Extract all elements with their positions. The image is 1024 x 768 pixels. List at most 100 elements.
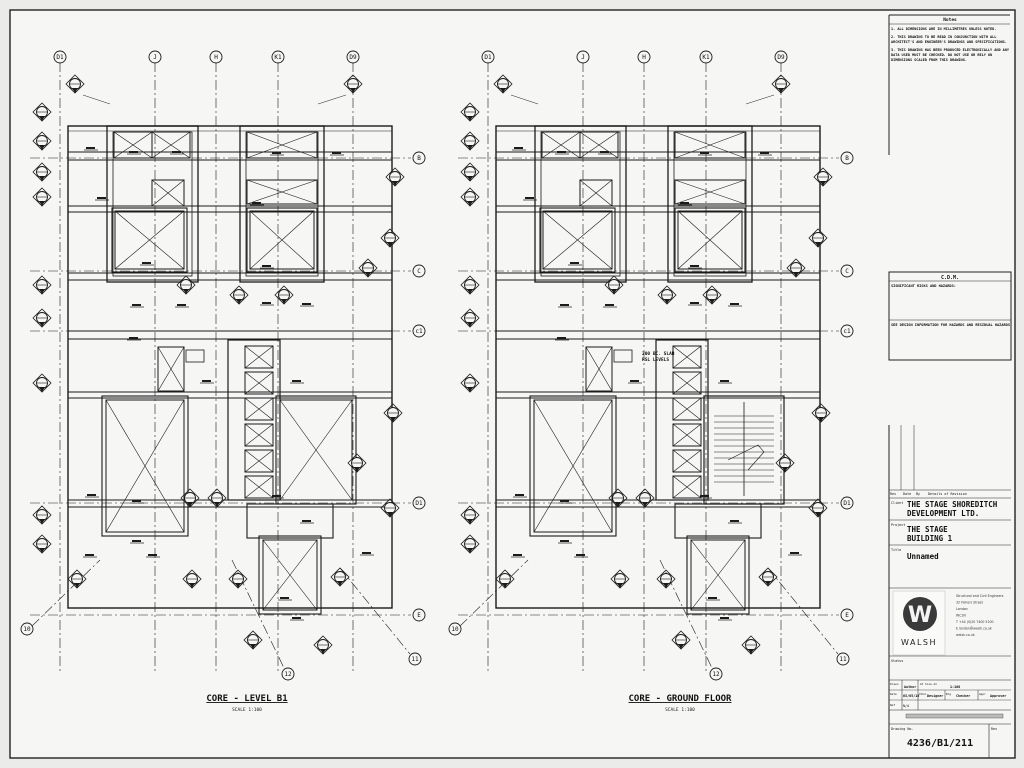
- lift-tr-inner: [677, 210, 743, 270]
- section-marker-arrow: [390, 417, 396, 422]
- dim-text: [700, 152, 709, 154]
- lift-bl-outer: [101, 395, 189, 537]
- lift-bottom-outer: [686, 535, 750, 615]
- section-marker-arrow: [500, 88, 506, 93]
- x-diagonal: [542, 210, 613, 270]
- grid-bubble-H-label: H: [642, 54, 646, 61]
- section-marker-arrow: [617, 583, 623, 588]
- grid-bubble-H-label: H: [214, 54, 218, 61]
- x-diagonal: [677, 210, 743, 270]
- rev-col-date: Date: [903, 492, 911, 496]
- company-line: T +44 (0)20 7400 5100: [955, 620, 994, 624]
- section-marker-arrow: [183, 289, 189, 294]
- dim-text: [272, 495, 281, 497]
- grid-bubble-J: [148, 50, 162, 64]
- x-diagonal: [244, 397, 274, 421]
- dim-text: [302, 520, 311, 522]
- opening-small: [613, 349, 633, 363]
- plan-note-line: RSL LEVELS: [642, 357, 669, 363]
- x-diagonal: [541, 131, 581, 159]
- dim-text: [760, 152, 769, 154]
- riser-tl-c: [579, 179, 613, 207]
- dim-text: [202, 380, 211, 382]
- section-marker-arrow: [467, 176, 473, 181]
- section-marker-arrow: [320, 649, 326, 654]
- grid-bubble-c1-label: c1: [843, 328, 851, 335]
- grid-bubble-12-label: 12: [284, 671, 292, 678]
- dim-text: [280, 597, 289, 599]
- grid-bubble-E-label: E: [845, 612, 849, 619]
- riser-cell: [672, 345, 702, 369]
- dim-text: [129, 151, 138, 153]
- grid-bubble-B: [412, 151, 426, 165]
- x-diagonal: [579, 131, 619, 159]
- riser-tr-b: [246, 179, 318, 205]
- walsh-logo-mark: W: [908, 603, 932, 628]
- dim-text: [262, 265, 271, 267]
- dim-text: [177, 304, 186, 306]
- grid-bubble-K1: [699, 50, 713, 64]
- lift-bl-inner: [533, 399, 613, 533]
- lift-tl-outer: [111, 207, 188, 273]
- lift-tl-outer: [539, 207, 616, 273]
- drawing-number: 4236/B1/211: [907, 738, 973, 749]
- section-marker-arrow: [74, 583, 80, 588]
- section-marker-arrow: [748, 649, 754, 654]
- cdm-hazards-line: SEE DESIGN INFORMATION FOR HAZARDS AND R…: [891, 323, 1010, 327]
- dim-text: [525, 197, 534, 199]
- ref-label: Ref: [890, 703, 895, 707]
- note-line: 2. THIS DRAWING TO BE READ IN CONJUNCTIO…: [891, 35, 996, 39]
- note-line: DIMENSIONS SCALED FROM THIS DRAWING.: [891, 58, 967, 62]
- grid-bubble-c1: [840, 324, 854, 338]
- grid-bubble-D9: [346, 50, 360, 64]
- grid-bubble-J: [576, 50, 590, 64]
- x-diagonal: [674, 179, 746, 205]
- x-diagonal: [244, 371, 274, 395]
- dim-text: [730, 520, 739, 522]
- checked-label: Chkd: [919, 692, 926, 696]
- grid-bubble-D1: [412, 496, 426, 510]
- eng-value: Checker: [956, 694, 970, 698]
- section-marker-arrow: [214, 502, 220, 507]
- stair-break: [727, 444, 765, 471]
- riser-tr-a: [674, 131, 746, 159]
- riser-cell: [672, 475, 702, 499]
- lobby-bottom: [674, 503, 762, 539]
- company-line: London: [956, 607, 968, 611]
- grid-bubble-D9-label: D9: [349, 54, 357, 61]
- riser-tl-b: [579, 131, 619, 159]
- grid-bubble-12-label: 12: [712, 671, 720, 678]
- dim-text: [97, 197, 106, 199]
- section-marker-arrow: [354, 467, 360, 472]
- rev-col-rev: Rev: [890, 492, 896, 496]
- date-label: Date: [890, 692, 897, 696]
- grid-bubble-c1: [412, 324, 426, 338]
- leader: [317, 94, 347, 105]
- section-marker-arrow: [502, 583, 508, 588]
- section-marker-arrow: [467, 145, 473, 150]
- grid-bubble-C-label: C: [845, 268, 849, 275]
- dim-text: [302, 303, 311, 305]
- x-diagonal: [105, 399, 185, 533]
- grid-bubble-B: [840, 151, 854, 165]
- dim-text: [132, 304, 141, 306]
- sheet-paper: [9, 9, 1016, 759]
- x-diagonal: [246, 179, 318, 205]
- dim-text: [557, 151, 566, 153]
- section-marker-arrow: [467, 519, 473, 524]
- lift-tr-outer: [246, 207, 318, 273]
- section-marker-arrow: [793, 272, 799, 277]
- checked-value: Designer: [927, 694, 943, 698]
- text-line: DEVELOPMENT LTD.: [907, 509, 979, 518]
- section-marker-arrow: [337, 581, 343, 586]
- grid-bubble-E: [840, 608, 854, 622]
- x-diagonal: [672, 449, 702, 473]
- grid-bubble-11: [836, 652, 850, 666]
- section-marker-arrow: [72, 88, 78, 93]
- lift-br-inner: [279, 399, 353, 501]
- section-marker-arrow: [815, 242, 821, 247]
- core-tr-outer: [239, 125, 325, 283]
